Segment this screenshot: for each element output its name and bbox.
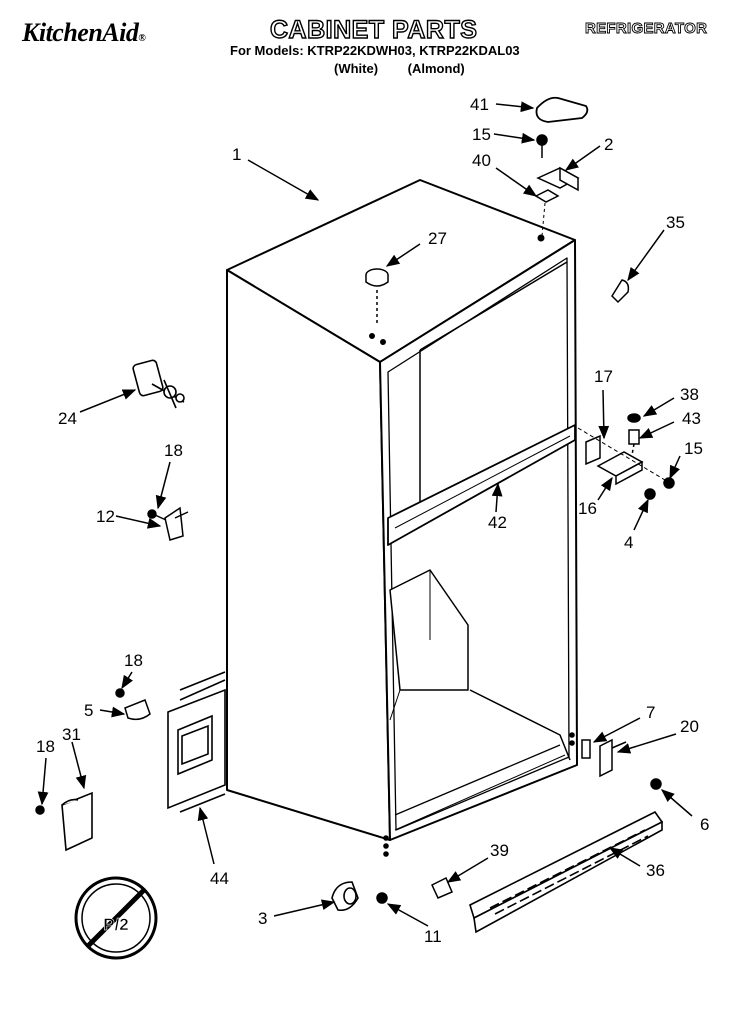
part-16-center-hinge — [596, 451, 644, 486]
part-24-leveler — [132, 359, 185, 409]
callout-15-center: 15 — [684, 439, 703, 458]
stamp-label: P/2 — [103, 915, 129, 934]
part-36-base-grille — [469, 810, 664, 934]
part-17-plate — [585, 434, 601, 466]
callout-17: 17 — [594, 367, 613, 386]
part-18-screw-a — [147, 509, 167, 521]
brand-logo: KitchenAid® — [22, 18, 146, 47]
callout-38: 38 — [680, 385, 699, 404]
callout-11: 11 — [424, 927, 442, 946]
part-15-screw-top — [536, 134, 548, 158]
callout-43: 43 — [682, 409, 701, 428]
part-12-bracket — [164, 506, 189, 541]
leader-lines — [37, 101, 693, 927]
part-7-hinge-pin — [581, 739, 591, 759]
callout-18-c: 18 — [36, 737, 55, 756]
part-38-washer — [627, 413, 641, 423]
part-18-screw-c — [35, 805, 45, 815]
part-5-hinge-bracket — [124, 699, 151, 721]
callout-44: 44 — [210, 869, 229, 888]
callout-12: 12 — [96, 507, 115, 526]
variant-white: (White) — [334, 61, 379, 76]
part-31-cover — [61, 791, 93, 852]
callout-31: 31 — [62, 725, 81, 744]
part-42-clip — [431, 876, 453, 899]
p2-stamp — [74, 876, 158, 960]
callout-35: 35 — [666, 213, 685, 232]
section-label: REFRIGERATOR — [585, 20, 708, 38]
callout-36: 36 — [646, 861, 665, 880]
callout-16: 16 — [578, 499, 597, 518]
callout-6: 6 — [700, 815, 709, 834]
callout-15-top: 15 — [472, 125, 491, 144]
callout-42: 39 — [490, 841, 509, 860]
callout-39: 40 — [472, 151, 491, 170]
part-40-hinge-cover — [535, 96, 589, 123]
page-title: CABINET PARTS — [269, 15, 478, 44]
cabinet-body — [226, 179, 578, 857]
model-variants: (White) (Almond) — [334, 61, 465, 76]
part-11-screw — [376, 892, 388, 904]
callout-7: 7 — [646, 703, 655, 722]
callout-4: 4 — [624, 533, 633, 552]
part-18-screw-b — [115, 688, 125, 698]
part-27-plug — [365, 268, 389, 325]
callout-18-a: 18 — [164, 441, 183, 460]
callout-18-b: 18 — [124, 651, 143, 670]
callout-24: 24 — [58, 409, 77, 428]
part-3-roller — [331, 881, 359, 912]
part-4-screw — [644, 488, 656, 500]
part-2-top-hinge — [536, 166, 580, 192]
callout-20: 20 — [680, 717, 699, 736]
callout-2: 2 — [604, 135, 613, 154]
part-39-shim — [534, 189, 560, 203]
part-15-screw-center — [663, 477, 675, 489]
callout-1: 1 — [232, 145, 241, 164]
part-35-hinge-cover — [611, 279, 630, 304]
callout-3: 3 — [258, 909, 267, 928]
callout-40: 41 — [470, 95, 489, 114]
part-6-screw — [650, 778, 662, 790]
callout-27: 27 — [428, 229, 447, 248]
callout-41: 42 — [488, 513, 507, 532]
part-43-pin — [628, 429, 640, 456]
variant-almond: (Almond) — [407, 61, 465, 76]
callout-5: 5 — [84, 701, 93, 720]
callout-labels: 1 41 15 2 40 27 35 24 18 12 17 38 43 15 … — [36, 95, 709, 946]
part-44-side-bracket — [167, 671, 226, 813]
models-line: For Models: KTRP22KDWH03, KTRP22KDAL03 — [230, 43, 520, 58]
part-20-bottom-hinge — [599, 738, 627, 778]
